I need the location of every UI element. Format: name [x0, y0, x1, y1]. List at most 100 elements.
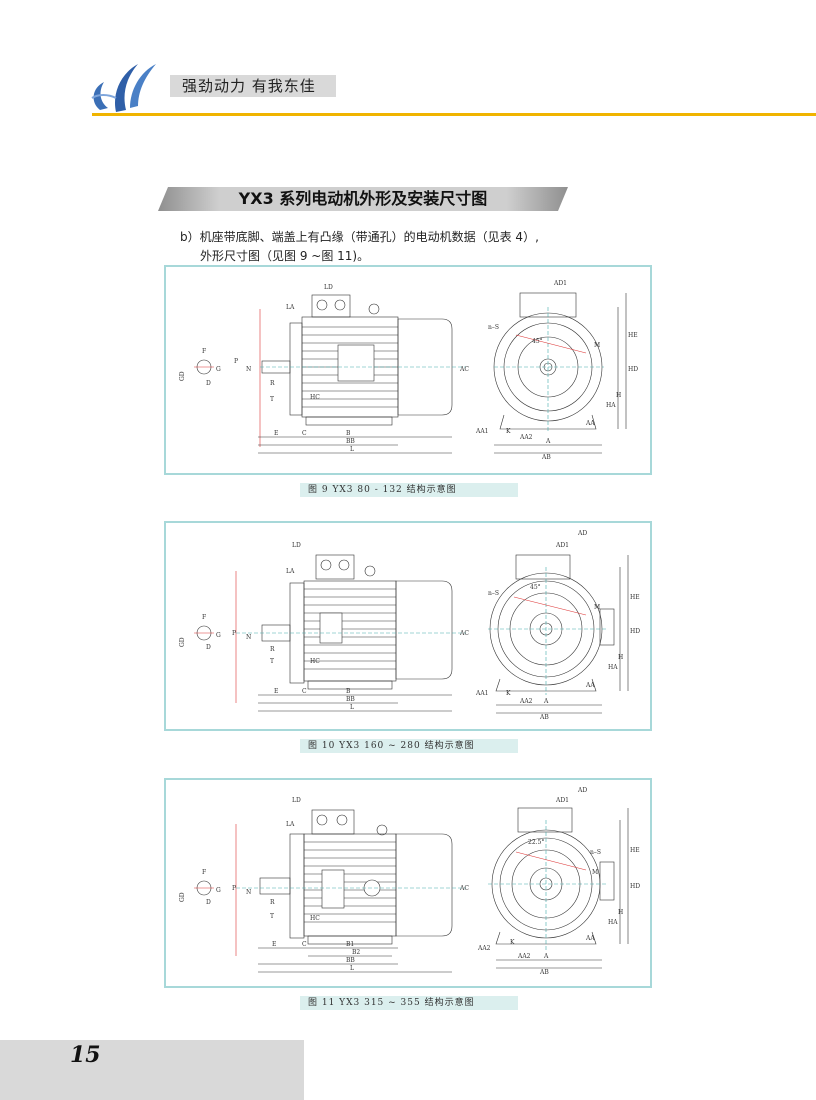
label-hd: HD: [630, 628, 640, 635]
label-ab: AB: [539, 714, 549, 721]
label-hc: HC: [310, 658, 320, 665]
label-angle: 22.5°: [528, 839, 544, 846]
label-k: K: [506, 428, 511, 435]
label-g: G: [216, 366, 221, 373]
label-aa2: AA2: [517, 953, 531, 960]
label-d: D: [206, 899, 211, 906]
label-bb: BB: [346, 696, 355, 703]
label-aa2: AA2: [519, 434, 533, 441]
label-ha: HA: [608, 919, 618, 926]
figure-11-caption: 图 11 YX3 315 ~ 355 结构示意图: [300, 996, 518, 1010]
label-la: LA: [286, 304, 295, 311]
label-f: F: [202, 614, 206, 621]
label-r: R: [270, 899, 275, 906]
label-p: P: [234, 358, 238, 365]
figure-9-caption: 图 9 YX3 80 - 132 结构示意图: [300, 483, 518, 497]
label-m: M: [592, 869, 598, 876]
label-p: P: [232, 885, 236, 892]
label-l: L: [350, 446, 354, 453]
label-c: C: [302, 430, 307, 437]
label-he: HE: [630, 594, 640, 601]
label-n: N: [246, 634, 251, 641]
label-m: M: [594, 342, 600, 349]
header-slogan: 强劲动力 有我东佳: [170, 75, 336, 97]
label-l: L: [350, 965, 354, 972]
label-ac: AC: [459, 366, 469, 373]
description-line-1: b）机座带底脚、端盖上有凸缘（带通孔）的电动机数据（见表 4）,: [180, 230, 539, 244]
label-ad1: AD1: [553, 280, 567, 287]
label-a: A: [543, 698, 549, 705]
label-ad: AD: [577, 530, 587, 537]
label-t: T: [270, 396, 274, 403]
figure-10-caption: 图 10 YX3 160 ~ 280 结构示意图: [300, 739, 518, 753]
label-f: F: [202, 348, 206, 355]
label-l: L: [350, 704, 354, 711]
label-k: K: [506, 690, 511, 697]
label-gd: GD: [179, 371, 186, 381]
figure-9-drawing: GD F G D E C B BB L LD LA P: [164, 265, 652, 475]
label-angle: 45°: [530, 584, 541, 591]
label-ld: LD: [292, 797, 301, 804]
label-f: F: [202, 869, 206, 876]
label-aa: AA: [585, 420, 595, 427]
label-bb: BB: [346, 957, 355, 964]
label-hd: HD: [630, 883, 640, 890]
label-ns: n–S: [488, 324, 499, 331]
label-ha: HA: [608, 664, 618, 671]
label-e: E: [272, 941, 276, 948]
label-k: K: [510, 939, 515, 946]
label-ad1: AD1: [555, 542, 569, 549]
label-c: C: [302, 688, 307, 695]
label-ha: HA: [606, 402, 616, 409]
label-h: H: [616, 392, 621, 399]
label-e: E: [274, 688, 278, 695]
label-p: P: [232, 630, 236, 637]
label-r: R: [270, 380, 275, 387]
label-b2: B2: [352, 949, 360, 956]
section-title-banner: [158, 187, 568, 211]
footer-band: [0, 1040, 304, 1100]
label-bb: BB: [346, 438, 355, 445]
label-hc: HC: [310, 915, 320, 922]
label-he: HE: [630, 847, 640, 854]
label-g: G: [216, 632, 221, 639]
label-e: E: [274, 430, 278, 437]
label-ld: LD: [324, 284, 333, 291]
label-m: M: [594, 604, 600, 611]
label-ac: AC: [459, 630, 469, 637]
label-b: B: [346, 430, 351, 437]
label-gd: GD: [179, 637, 186, 647]
label-r: R: [270, 646, 275, 653]
label-g: G: [216, 887, 221, 894]
label-la: LA: [286, 568, 295, 575]
label-gd: GD: [179, 892, 186, 902]
label-b1: B1: [346, 941, 354, 948]
header-divider: [92, 113, 816, 116]
label-aa: AA: [585, 682, 595, 689]
label-b: B: [346, 688, 351, 695]
label-a: A: [543, 953, 549, 960]
label-aa1: AA1: [475, 690, 488, 697]
label-hd: HD: [628, 366, 638, 373]
label-aa2-left: AA2: [477, 945, 491, 952]
label-t: T: [270, 913, 274, 920]
label-a: A: [545, 438, 551, 445]
section-title: YX3 系列电动机外形及安装尺寸图: [238, 189, 488, 208]
label-h: H: [618, 909, 623, 916]
label-d: D: [206, 380, 211, 387]
figure-11-drawing: GD F G D E C B1 B2 BB L LD: [164, 778, 652, 988]
label-ac: AC: [459, 885, 469, 892]
label-ab: AB: [541, 454, 551, 461]
label-angle: 45°: [532, 338, 543, 345]
brand-logo-icon: [91, 64, 156, 112]
label-hc: HC: [310, 394, 320, 401]
description-line-2: 外形尺寸图（见图 9 ~图 11)。: [200, 249, 370, 263]
figure-10-drawing: GD F G D E C B BB L LD LA P N: [164, 521, 652, 731]
page-number: 15: [70, 1042, 101, 1068]
label-ns: n–S: [488, 590, 499, 597]
label-la: LA: [286, 821, 295, 828]
label-ad1: AD1: [555, 797, 569, 804]
label-ab: AB: [539, 969, 549, 976]
label-d: D: [206, 644, 211, 651]
label-he: HE: [628, 332, 638, 339]
